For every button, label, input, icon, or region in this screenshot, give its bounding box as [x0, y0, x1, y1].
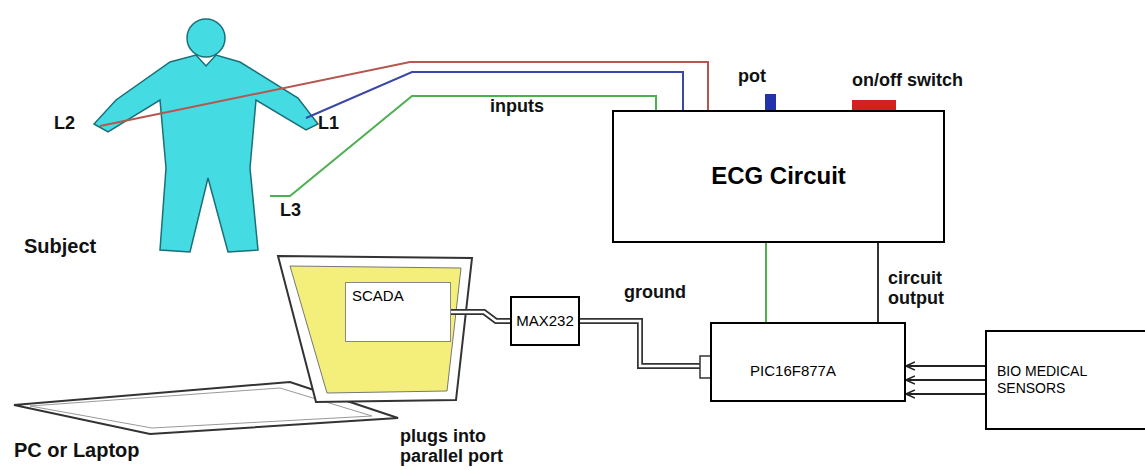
signal-wire	[878, 243, 879, 322]
edge-label: plugs into parallel port	[398, 426, 524, 466]
node-text: ECG Circuit	[711, 162, 846, 191]
lead-label: L3	[280, 200, 301, 220]
signal-wire	[906, 366, 985, 367]
lead-wire	[270, 96, 656, 196]
subject-head	[187, 19, 225, 57]
microcontroller-box: PIC16F877A	[710, 322, 906, 402]
max232-box: MAX232	[510, 296, 580, 346]
node-text: SCADA	[352, 287, 404, 305]
ecg-circuit-box: ECG Circuit	[612, 110, 945, 243]
wire-line	[765, 243, 767, 322]
signal-wire	[906, 380, 985, 381]
laptop-screen-frame	[278, 256, 472, 402]
device-label: PC or Laptop	[14, 440, 140, 460]
cable-outer	[451, 312, 510, 321]
node-text: MAX232	[516, 312, 574, 330]
cable-inner	[580, 321, 710, 366]
cable-outer	[580, 321, 710, 366]
sensors-box: BIO MEDICAL SENSORS	[985, 330, 1145, 430]
scada-screen-box: SCADA	[345, 282, 451, 342]
wire-line	[906, 379, 985, 381]
wire-line	[877, 243, 879, 322]
edge-label: circuit output	[886, 268, 960, 308]
wire-line	[906, 393, 985, 395]
pot-symbol	[765, 94, 776, 110]
serial-cable	[580, 321, 710, 366]
switch-symbol	[852, 100, 896, 110]
signal-wire	[906, 394, 985, 395]
subject-label: Subject	[24, 236, 96, 256]
signal-wire	[766, 243, 767, 322]
subject-body	[94, 55, 318, 252]
lead-label: L1	[318, 113, 339, 133]
pot-label: pot	[738, 66, 766, 86]
inputs-label: inputs	[490, 96, 544, 116]
laptop-screen	[290, 266, 461, 393]
cable-inner	[451, 312, 510, 321]
node-text: BIO MEDICAL SENSORS	[997, 363, 1107, 397]
switch-label: on/off switch	[852, 70, 963, 90]
wire-line	[906, 365, 985, 367]
lead-label: L2	[54, 113, 75, 133]
serial-cable	[451, 312, 510, 321]
edge-label: ground	[622, 282, 688, 302]
node-text: PIC16F877A	[750, 362, 836, 380]
